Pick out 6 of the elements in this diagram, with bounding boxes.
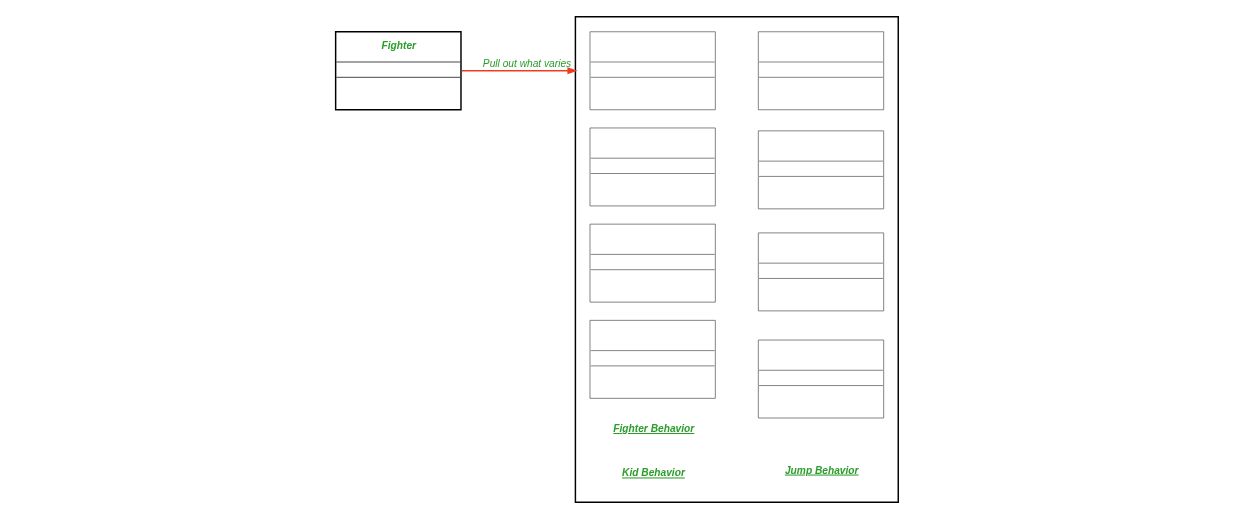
arrow [460,67,578,75]
cluster [574,16,899,503]
label: Jump Behavior [784,464,859,476]
label: Fighter Behavior [612,423,694,434]
label: Kid Behavior [621,467,685,479]
edge-label: Pull out what varies [482,58,571,70]
